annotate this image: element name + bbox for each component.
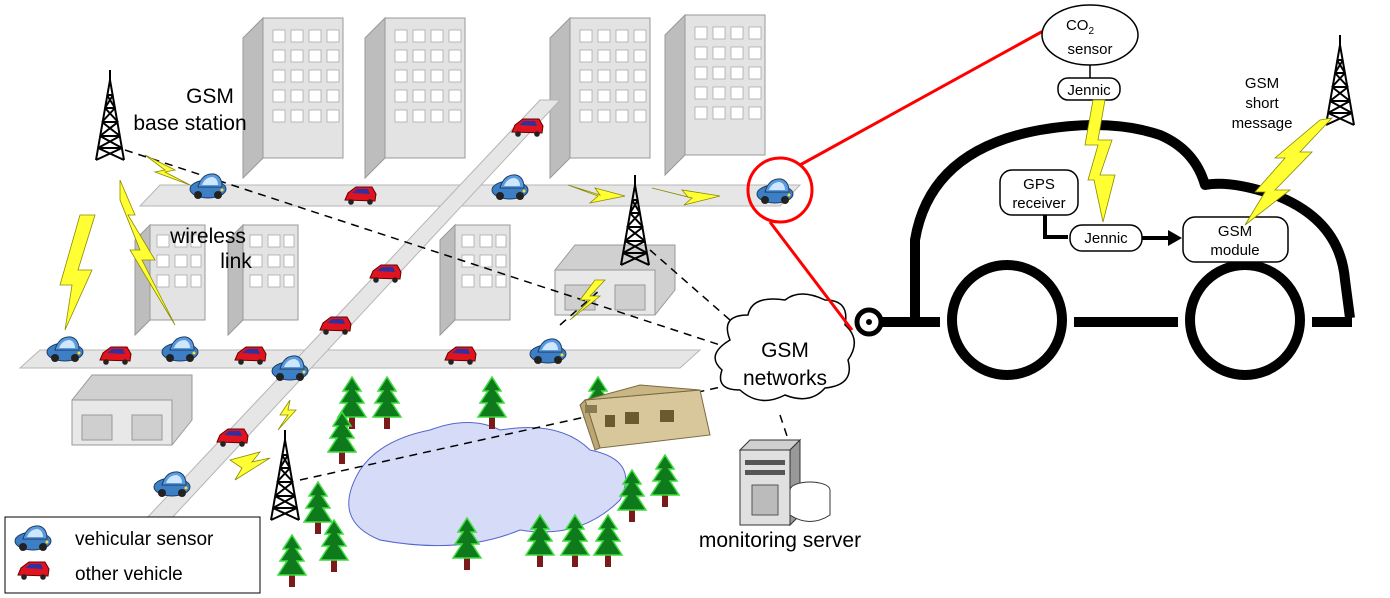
building-icon bbox=[549, 17, 651, 179]
zoom-line-bottom bbox=[768, 221, 854, 331]
cloud-icon bbox=[714, 293, 855, 402]
tree-icon bbox=[372, 376, 402, 430]
gsm-networks-label-1: GSM bbox=[761, 339, 809, 362]
co2-sensor-label: sensor bbox=[1067, 41, 1112, 58]
legend-other-vehicle: other vehicle bbox=[75, 564, 183, 585]
lightning-icon bbox=[1084, 99, 1116, 223]
building-icon bbox=[364, 17, 466, 179]
garage-icon bbox=[71, 374, 193, 446]
house-icon bbox=[579, 384, 711, 451]
gsm-short-message-label-3: message bbox=[1232, 115, 1293, 132]
gsm-short-message-label-2: short bbox=[1245, 95, 1279, 112]
gsm-module-label-1: GSM bbox=[1218, 223, 1252, 240]
tree-icon bbox=[277, 534, 307, 588]
jennic-top-label: Jennic bbox=[1067, 82, 1111, 99]
building-icon bbox=[664, 14, 766, 176]
legend-vehicular-sensor: vehicular sensor bbox=[75, 529, 214, 550]
lake bbox=[348, 422, 627, 547]
front-wheel bbox=[947, 260, 1067, 380]
garage-icon bbox=[554, 244, 676, 316]
gsm-base-station-label-2: base station bbox=[133, 112, 246, 135]
car-icon bbox=[161, 336, 199, 363]
car-icon bbox=[46, 336, 84, 363]
gsm-module-node bbox=[1182, 216, 1289, 263]
gsm-base-station-label-1: GSM bbox=[186, 85, 234, 108]
zoom-line-top bbox=[799, 28, 1046, 167]
rear-wheel bbox=[1185, 260, 1305, 380]
tree-icon bbox=[303, 481, 333, 535]
car-icon bbox=[529, 338, 567, 365]
jennic-mid-label: Jennic bbox=[1084, 230, 1128, 247]
gps-label-1: GPS bbox=[1023, 176, 1055, 193]
tree-icon bbox=[477, 376, 507, 430]
tree-icon bbox=[650, 454, 680, 508]
lightning-icon bbox=[59, 154, 721, 481]
building-icon bbox=[242, 17, 344, 179]
gsm-short-message-label-1: GSM bbox=[1245, 75, 1279, 92]
gps-receiver-node bbox=[999, 169, 1079, 216]
tree-icon bbox=[319, 519, 349, 573]
wireless-link-label-1: wireless bbox=[169, 225, 246, 248]
gsm-module-label-2: module bbox=[1210, 242, 1259, 259]
gsm-networks-label-2: networks bbox=[743, 367, 827, 390]
tree-icon bbox=[593, 514, 623, 568]
wireless-link-label-2: link bbox=[220, 250, 252, 273]
zoom-circle bbox=[746, 156, 814, 224]
tower-icon bbox=[270, 429, 300, 521]
monitoring-server-label: monitoring server bbox=[699, 529, 861, 552]
car-icon bbox=[756, 178, 794, 205]
car-icon bbox=[491, 174, 529, 201]
server-icon bbox=[738, 438, 831, 527]
legend: vehicular sensor other vehicle bbox=[4, 516, 261, 594]
lightning-icon bbox=[1244, 117, 1334, 226]
tower-icon bbox=[95, 69, 125, 161]
tower-icon bbox=[1325, 34, 1355, 126]
gps-label-2: receiver bbox=[1012, 195, 1065, 212]
jennic-top-node bbox=[1057, 77, 1121, 101]
car-icon bbox=[153, 471, 191, 498]
co2-label: CO2 bbox=[1066, 17, 1095, 37]
car-icon bbox=[189, 173, 227, 200]
building-icon bbox=[439, 224, 511, 336]
